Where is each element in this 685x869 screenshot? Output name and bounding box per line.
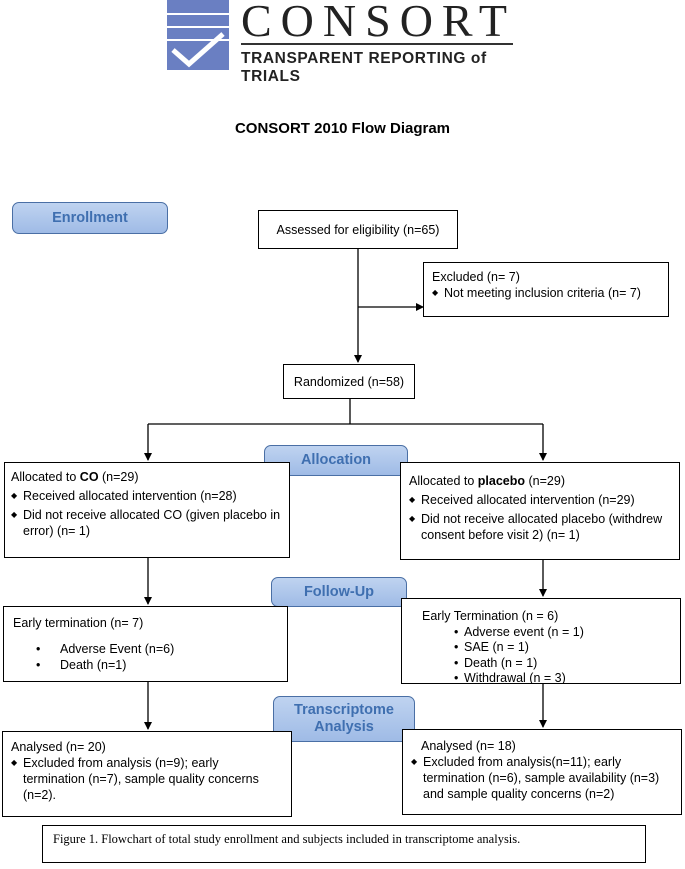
follow-placebo-box: Early Termination (n = 6) • Adverse even… [401,598,681,684]
excluded-title: Excluded (n= 7) [432,270,520,284]
page-title: CONSORT 2010 Flow Diagram [234,120,451,137]
list-item: • Adverse event (n = 1) [454,624,584,639]
assessed-text: Assessed for eligibility (n=65) [276,222,440,237]
dot-bullet-icon: • [36,642,41,656]
dot-bullet-icon: • [454,655,459,670]
alloc-co-title: Allocated to CO (n=29) [11,470,139,484]
list-item: ◆ Received allocated intervention (n=29) [409,493,635,507]
dot-bullet-icon: • [454,671,459,684]
list-item: ◆ Received allocated intervention (n=28) [11,489,237,503]
list-item: • Death (n = 1) [454,655,538,670]
diamond-bullet-icon: ◆ [409,495,416,504]
consort-logo-mark [167,0,229,70]
stage-followup-label: Follow-Up [303,583,375,600]
logo-rule [241,43,513,45]
stage-enrollment: Enrollment [12,202,168,234]
dot-bullet-icon: • [454,624,459,639]
diamond-bullet-icon: ◆ [432,288,439,297]
diamond-bullet-icon: ◆ [409,514,416,523]
analysis-placebo-title: Analysed (n= 18) [421,739,516,753]
figure-caption-text: Figure 1. Flowchart of total study enrol… [53,832,521,846]
assessed-box: Assessed for eligibility (n=65) [258,210,458,249]
logo-subtitle: TRANSPARENT REPORTING of TRIALS [241,50,487,85]
list-item: • Death (n=1) [36,658,127,672]
analysis-co-box: Analysed (n= 20) ◆ Excluded from analysi… [2,731,292,817]
figure-caption: Figure 1. Flowchart of total study enrol… [42,825,646,863]
consort-logo: CONSORT TRANSPARENT REPORTING of TRIALS [167,0,517,85]
excluded-item: ◆ Not meeting inclusion criteria (n= 7) [432,286,641,300]
stage-followup: Follow-Up [271,577,407,607]
diamond-bullet-icon: ◆ [411,757,418,766]
list-item: • SAE (n = 1) [454,640,529,654]
list-item: • Withdrawal (n = 3) [422,671,660,684]
alloc-placebo-box: Allocated to placebo (n=29) ◆ Received a… [400,462,680,560]
diamond-bullet-icon: ◆ [11,758,18,767]
list-item: ◆ Excluded from analysis (n=9); early te… [11,756,259,802]
diamond-bullet-icon: ◆ [11,510,18,519]
stage-transcriptome-label-1: Transcriptome [294,702,394,718]
dot-bullet-icon: • [36,658,41,672]
dot-bullet-icon: • [454,640,459,654]
stage-transcriptome: Transcriptome Analysis [273,696,415,742]
randomized-box: Randomized (n=58) [283,364,415,399]
list-item: ◆ Did not receive allocated CO (given pl… [11,508,281,538]
follow-co-title: Early termination (n= 7) [13,616,144,630]
alloc-co-box: Allocated to CO (n=29) ◆ Received alloca… [4,462,290,558]
list-item: ◆ Excluded from analysis(n=11); early te… [411,755,660,801]
stage-allocation-label: Allocation [300,452,372,468]
list-item: • Adverse Event (n=6) [36,642,175,656]
analysis-placebo-box: Analysed (n= 18) ◆ Excluded from analysi… [402,729,682,815]
follow-co-box: Early termination (n= 7) • Adverse Event… [3,606,288,682]
analysis-co-title: Analysed (n= 20) [11,740,106,754]
stage-enrollment-label: Enrollment [52,209,128,226]
excluded-box: Excluded (n= 7) ◆ Not meeting inclusion … [423,262,669,317]
diamond-bullet-icon: ◆ [11,491,18,500]
alloc-placebo-title: Allocated to placebo (n=29) [409,474,566,488]
follow-placebo-title: Early Termination (n = 6) [422,609,559,623]
randomized-text: Randomized (n=58) [293,374,405,389]
stage-transcriptome-label-2: Analysis [314,719,374,735]
list-item: ◆ Did not receive allocated placebo (wit… [409,512,663,542]
logo-word: CONSORT [241,0,516,46]
